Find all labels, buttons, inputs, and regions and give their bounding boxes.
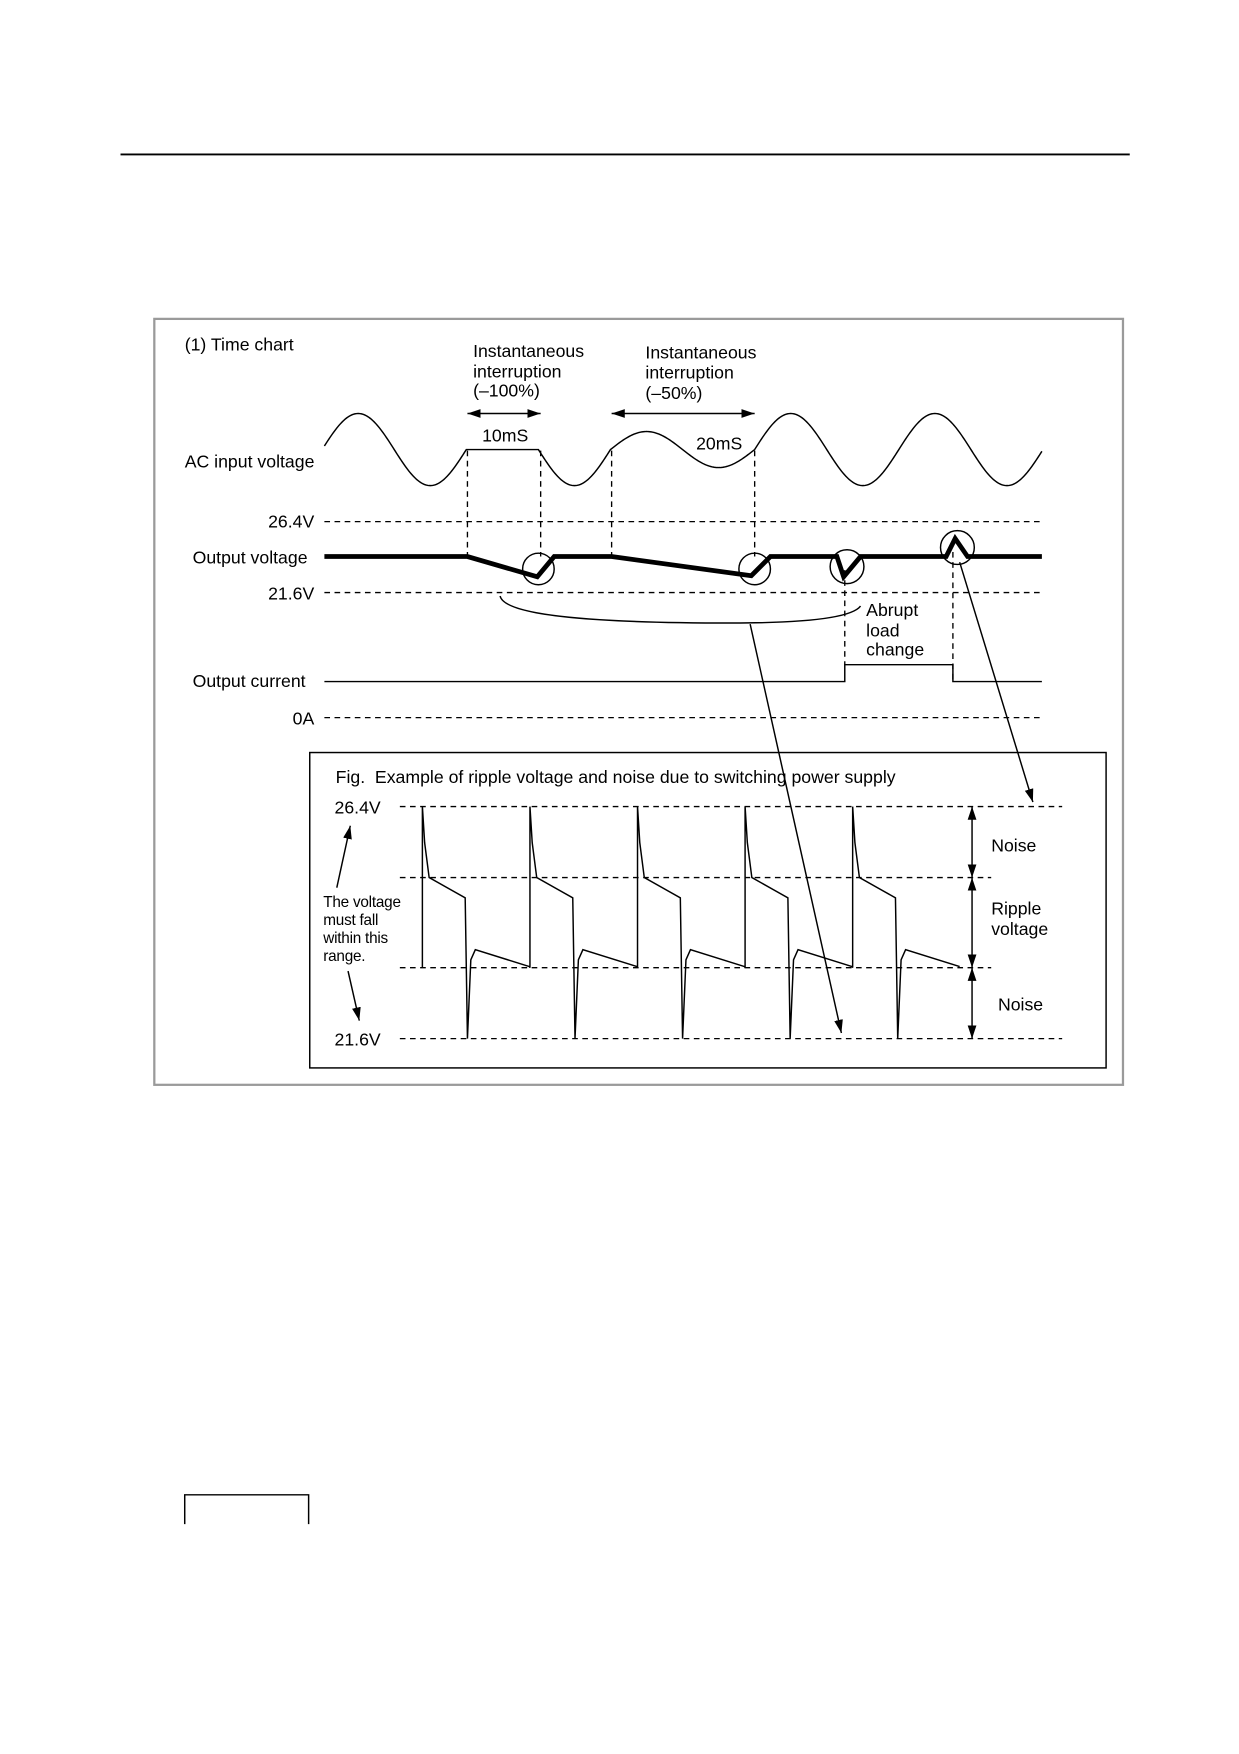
interruption-100-label-line: (–100%) [473,381,540,401]
noise-bottom-label: Noise [998,994,1043,1014]
dip-marker-circle [829,549,865,585]
noise-top-label: Noise [991,836,1036,856]
output-current-trace [324,663,1042,683]
ac-input-waveform [323,412,1043,487]
range-note: The voltage must fall within this range. [322,894,401,965]
range-note-arrow-up [336,825,352,888]
output-voltage-label: Output voltage [193,547,308,567]
abrupt-load-change-label-line: change [866,640,924,660]
figure-frame [153,317,1125,1086]
interruption-50-label: Instantaneous interruption (–50%) [645,342,756,403]
time-chart-title: (1) Time chart [185,334,294,354]
spike-marker-circle [939,529,976,566]
abrupt-load-change-label: Abrupt load change [866,600,924,659]
abrupt-load-change-label-line: load [866,621,899,641]
output-current-label: Output current [193,671,306,691]
lower-limit-label: 21.6V [268,583,314,603]
abrupt-load-change-label-line: Abrupt [866,600,918,620]
duration-10ms-label: 10mS [482,426,528,446]
ripple-waveform [421,806,960,1039]
interruption-50-label-line: (–50%) [645,383,702,403]
output-voltage-trace [324,533,1042,582]
ripple-figure-caption: Fig. Example of ripple voltage and noise… [336,767,896,787]
inset-upper-limit-label: 26.4V [335,797,381,817]
interruption-50-label-line: Instantaneous [645,342,756,362]
inset-lower-limit-label: 21.6V [335,1029,381,1049]
interruption-100-label: Instantaneous interruption (–100%) [473,341,584,400]
time-chart: (1) Time chart Instantaneous interruptio… [185,334,1043,728]
ripple-voltage-label-line: Ripple [991,899,1041,919]
range-note-line: within this [322,930,388,947]
range-note-arrow-down [347,970,361,1021]
page-tab-outline [183,1494,310,1525]
duration-20ms-label: 20mS [696,434,742,454]
ripple-voltage-label-line: voltage [991,919,1048,939]
ripple-figure: Fig. Example of ripple voltage and noise… [309,751,1107,1069]
dip-marker-circle [521,552,555,586]
callout-arrow-upper-limit [958,561,1034,803]
ac-input-voltage-label: AC input voltage [185,452,315,472]
ripple-voltage-label: Ripple voltage [991,899,1048,939]
interruption-50-label-line: interruption [645,363,733,383]
callout-arrow-lower-limit [749,623,843,1034]
interruption-100-label-line: Instantaneous [473,341,584,361]
range-note-line: The voltage [323,894,400,911]
zero-current-label: 0A [293,708,315,728]
range-note-line: range. [323,948,365,965]
range-note-line: must fall [323,912,378,929]
affected-range-bracket [499,595,862,624]
interruption-100-label-line: interruption [473,361,561,381]
ripple-figure-box [309,751,1107,1069]
dip-marker-circle [738,552,772,586]
upper-limit-label: 26.4V [268,511,314,531]
